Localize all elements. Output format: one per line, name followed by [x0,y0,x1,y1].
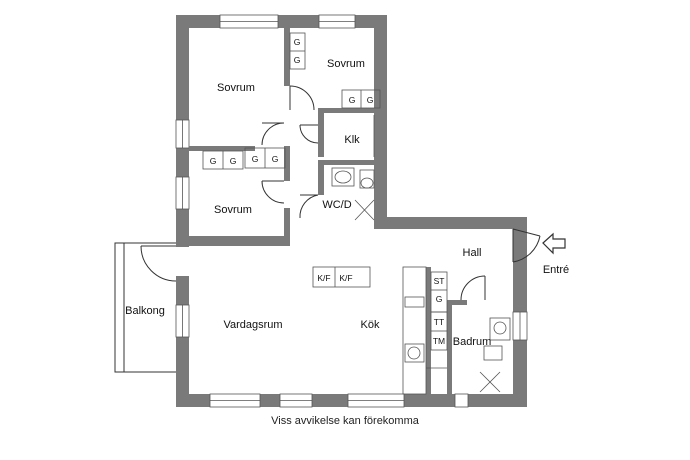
room-label-badrum: Badrum [453,336,492,348]
wardrobe-label: G [436,294,443,304]
wardrobe-label: G [210,156,217,166]
wardrobe-label: G [349,95,356,105]
windows [175,14,528,408]
balcony [114,242,177,373]
wardrobe-label: G [230,156,237,166]
room-label-vardagsrum: Vardagsrum [223,319,282,331]
entrance-arrow-icon [542,232,566,255]
doors [261,85,541,301]
wardrobe-label: G [252,154,259,164]
room-labels: Sovrum Sovrum Sovrum Klk WC/D Hall Entré… [125,58,569,348]
room-label-sovrum-3: Sovrum [214,204,252,216]
room-label-sovrum-1: Sovrum [217,82,255,94]
disclaimer-caption: Viss avvikelse kan förekomma [271,415,419,427]
room-label-entre: Entré [543,264,569,276]
fixtures [202,32,511,395]
floor-plan: Sovrum Sovrum Sovrum Klk WC/D Hall Entré… [114,14,569,408]
room-label-hall: Hall [463,247,482,259]
washer-label: TM [433,336,445,346]
room-label-balkong: Balkong [125,305,165,317]
wardrobe-label: G [272,154,279,164]
dryer-label: TT [434,317,444,327]
interior-walls [189,28,467,394]
fridge-freezer-label: K/F [339,273,352,283]
room-label-sovrum-2: Sovrum [327,58,365,70]
wardrobe-label: G [367,95,374,105]
room-label-kok: Kök [361,319,380,331]
room-label-klk: Klk [344,134,360,146]
room-label-wcd: WC/D [322,199,351,211]
fixture-labels: G G G G G G G G K/F K/F ST G TT TM [210,37,445,346]
fridge-freezer-label: K/F [317,273,330,283]
wardrobe-label: G [294,37,301,47]
wardrobe-label: G [294,55,301,65]
storage-label: ST [434,276,445,286]
